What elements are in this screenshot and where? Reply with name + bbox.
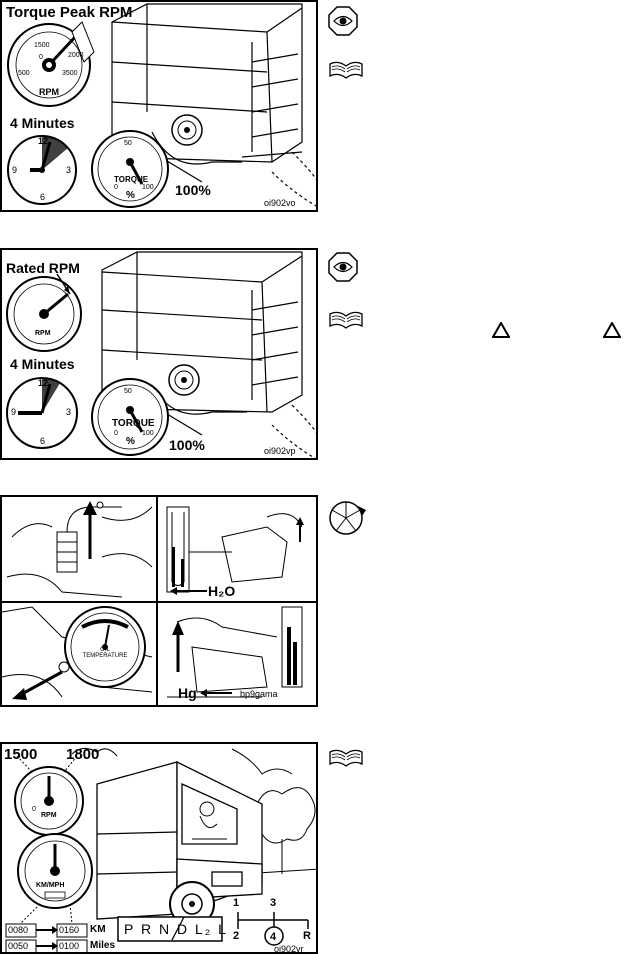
- tach-label: RPM: [35, 330, 51, 337]
- percent-sign: %: [126, 190, 135, 201]
- torque-tick-0: 0: [114, 430, 118, 437]
- panel-torque-peak: Torque Peak RPM 1500 0 2000 500 3500 RPM…: [0, 0, 318, 212]
- load-percent: 100%: [169, 437, 205, 453]
- tach-tick-500: 500: [18, 70, 30, 77]
- panel-measurements: H₂O OIL TEMPERATURE Hg bp9gama: [0, 495, 318, 707]
- warning-triangle-icon: [492, 322, 510, 338]
- odometer-km-to: 0160: [59, 925, 80, 935]
- eye-icon: [328, 252, 358, 282]
- book-icon: [329, 749, 363, 767]
- water-column-label: H₂O: [208, 583, 236, 599]
- percent-sign: %: [126, 436, 135, 447]
- measurement-illustration: [2, 497, 316, 705]
- gauge-pie-icon: [329, 501, 366, 535]
- miles-unit: Miles: [90, 940, 116, 951]
- shift-gear-2: 2: [233, 930, 240, 942]
- figure-code: oi902vp: [264, 446, 296, 456]
- tach-zero: 0: [32, 806, 36, 813]
- tach-tick-1500: 1500: [34, 42, 50, 49]
- panel-title: Torque Peak RPM: [6, 4, 133, 21]
- clock-3: 3: [66, 407, 72, 417]
- torque-tick-50: 50: [124, 388, 132, 395]
- eye-icon: [328, 6, 358, 36]
- odometer-mi-from: 0050: [8, 941, 29, 951]
- load-percent: 100%: [175, 182, 211, 198]
- tach-label: RPM: [41, 812, 57, 819]
- panel-title: Rated RPM: [6, 260, 80, 276]
- figure-code: oi902vr: [274, 944, 304, 954]
- shift-gear-1: 1: [233, 897, 240, 909]
- torque-tick-50: 50: [124, 140, 132, 147]
- gear-selector: P R N D L₂ L: [124, 921, 228, 937]
- odometer-km-from: 0080: [8, 925, 29, 935]
- clock-9: 9: [11, 407, 17, 417]
- clock-9: 9: [12, 165, 18, 175]
- odometer-mi-to: 0100: [59, 941, 80, 951]
- rpm-high-value: 1800: [66, 746, 100, 763]
- mercury-label: Hg: [178, 685, 197, 701]
- clock-6: 6: [40, 436, 46, 446]
- shift-gear-3: 3: [270, 897, 277, 909]
- rated-rpm-illustration: [6, 251, 316, 458]
- torque-label: TORQUE: [114, 175, 149, 184]
- time-label: 4 Minutes: [10, 356, 75, 372]
- clock-12: 12: [38, 136, 49, 146]
- speedo-label: KM/MPH: [36, 882, 65, 889]
- figure-code: oi902vo: [264, 198, 296, 208]
- warning-triangle-icon: [603, 322, 621, 338]
- torque-tick-100: 100: [142, 184, 154, 191]
- figure-code: bp9gama: [240, 689, 278, 699]
- tach-tick-2000: 2000: [68, 52, 84, 59]
- torque-tick-100: 100: [142, 430, 154, 437]
- rpm-low-value: 1500: [4, 746, 38, 763]
- torque-tick-0: 0: [114, 184, 118, 191]
- tach-tick-3500: 3500: [62, 70, 78, 77]
- shift-gear-r: R: [303, 930, 311, 942]
- book-icon: [329, 61, 363, 79]
- clock-12: 12: [38, 378, 49, 388]
- oil-temperature-label: OIL TEMPERATURE: [82, 647, 128, 659]
- torque-label: TORQUE: [112, 418, 155, 429]
- road-test-illustration: [5, 748, 316, 952]
- clock-3: 3: [66, 165, 72, 175]
- torque-peak-illustration: [7, 3, 316, 208]
- clock-6: 6: [40, 192, 46, 202]
- time-label: 4 Minutes: [10, 115, 75, 131]
- tach-tick-0: 0: [39, 54, 43, 61]
- shift-gear-4: 4: [270, 931, 277, 943]
- book-icon: [329, 311, 363, 329]
- tach-label: RPM: [39, 87, 59, 97]
- panel-rated-rpm: Rated RPM RPM 4 Minutes 12 3 6 9 50 TORQ…: [0, 248, 318, 460]
- km-unit: KM: [90, 924, 106, 935]
- panel-road-test: 1500 1800 0 RPM KM/MPH 0080 0160 KM 0050…: [0, 742, 318, 954]
